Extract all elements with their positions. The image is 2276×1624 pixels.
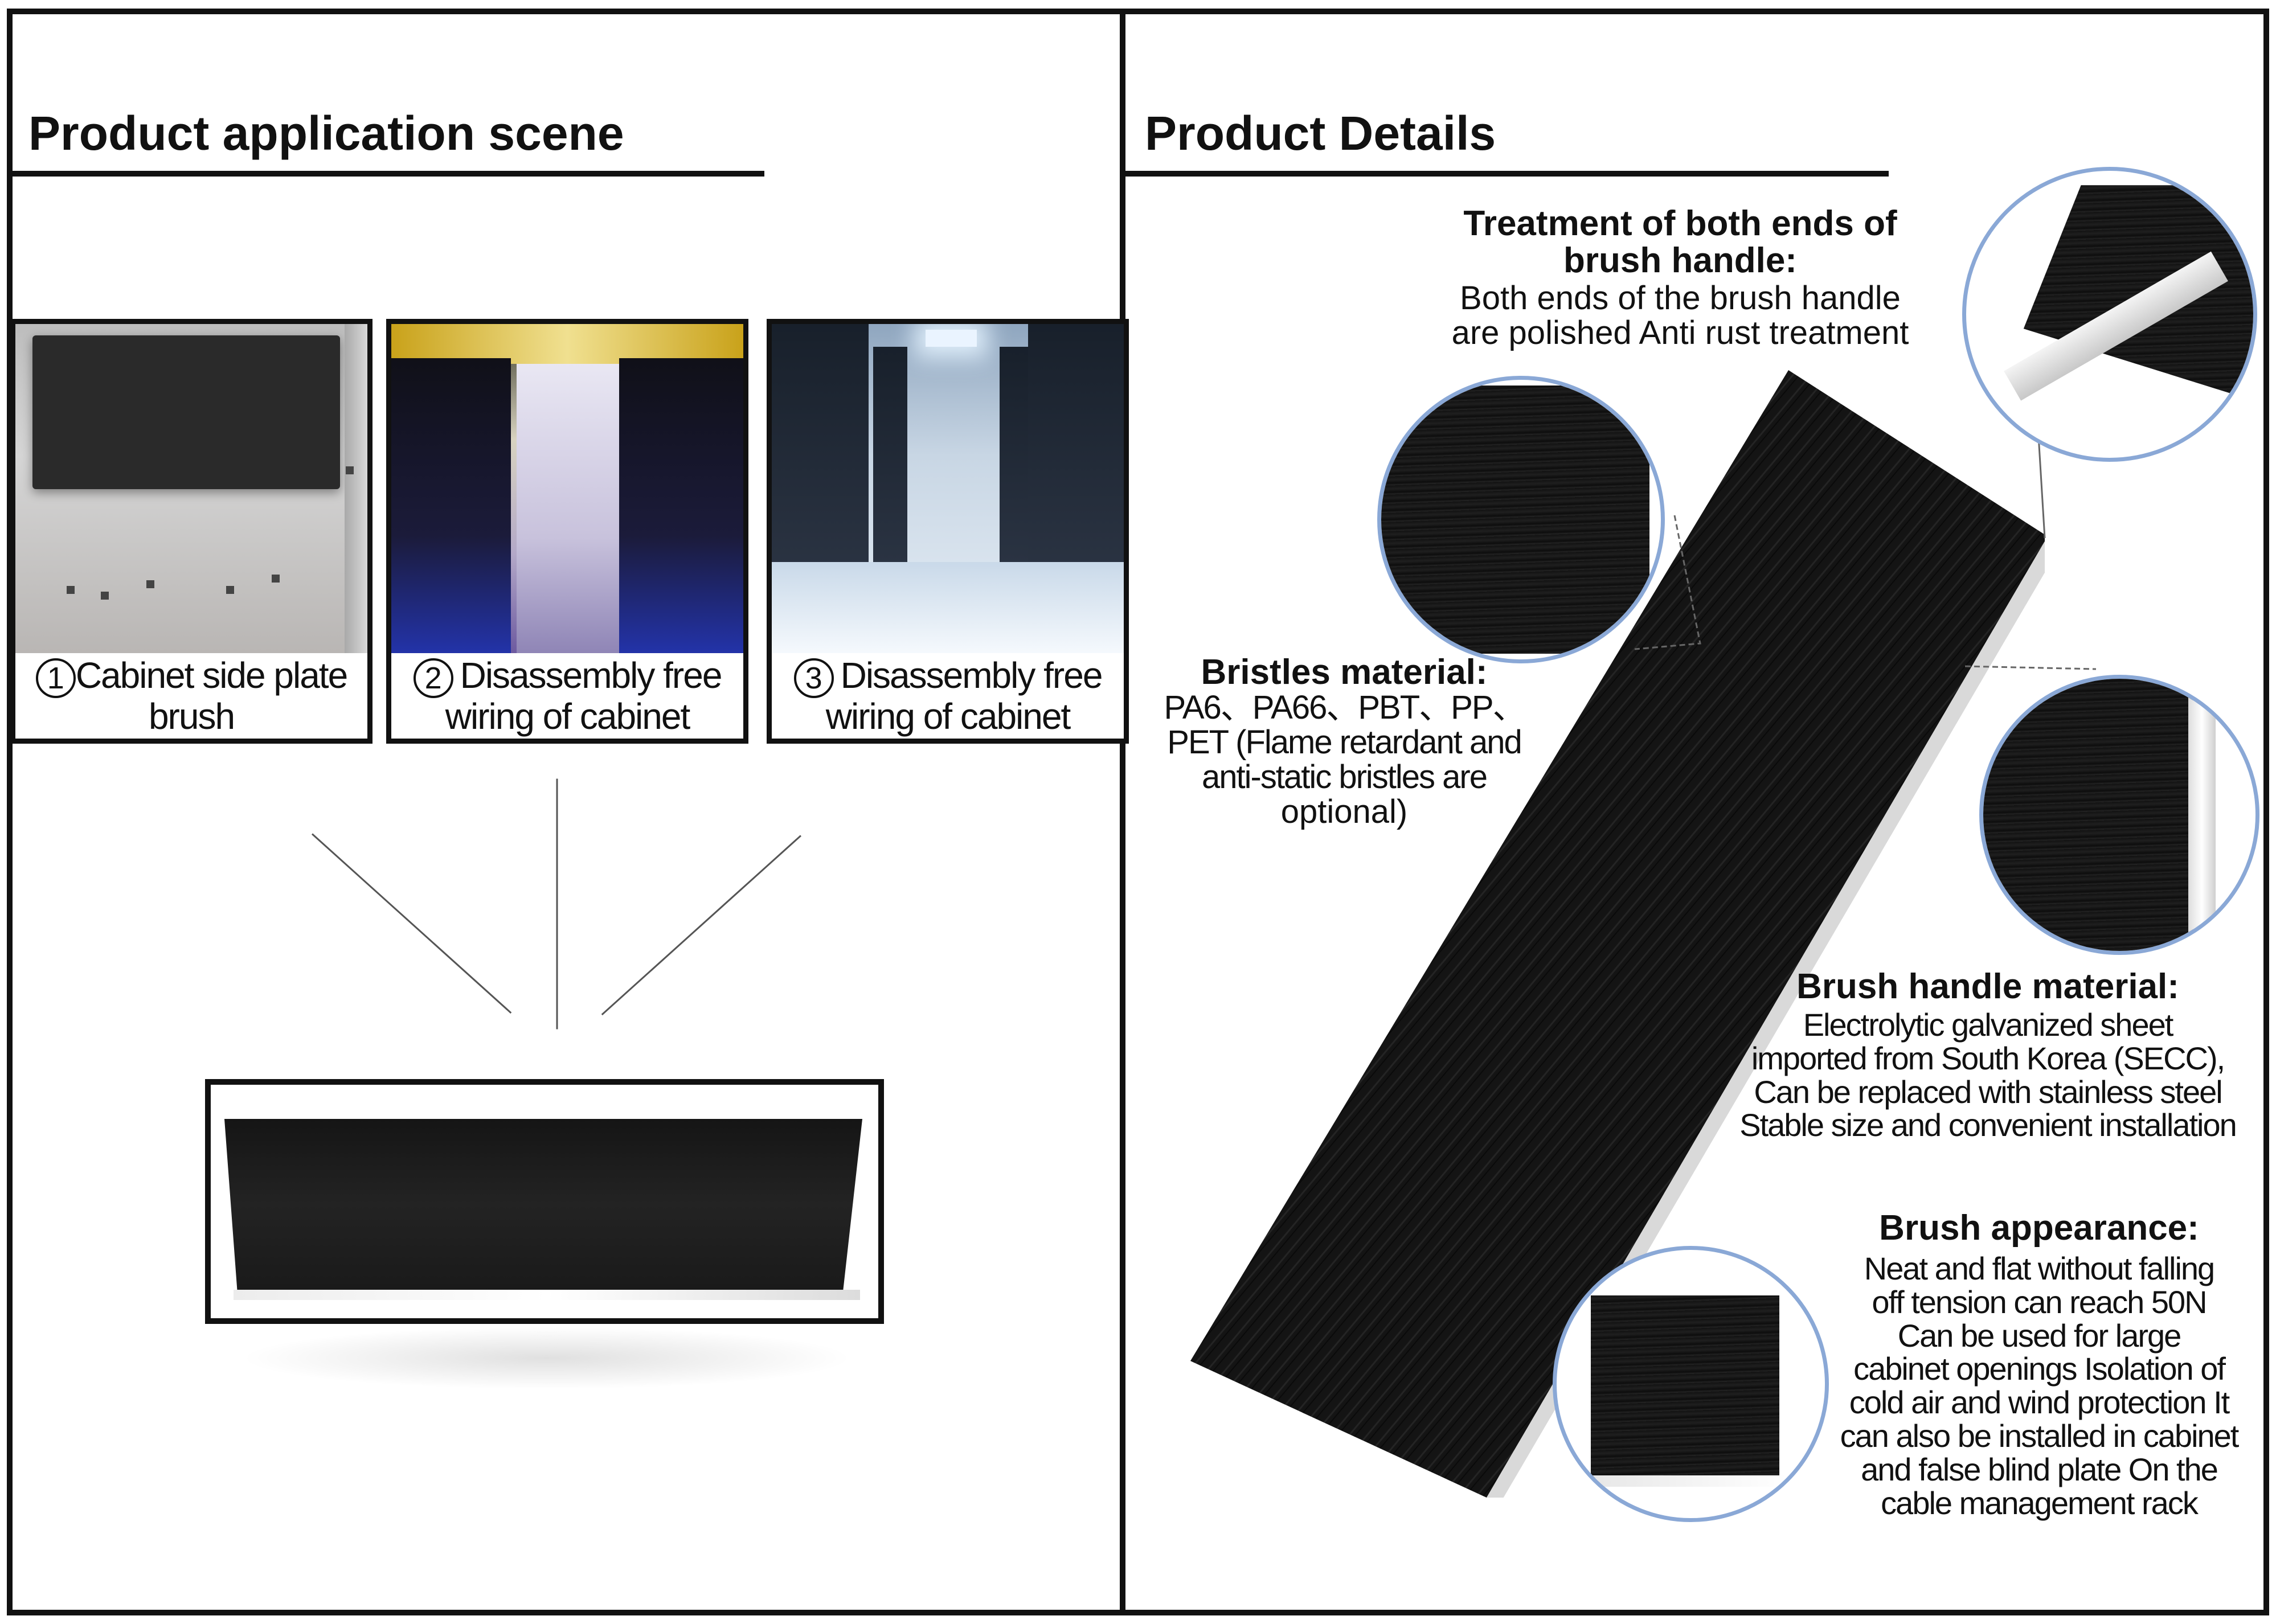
brush-handle: [234, 1290, 860, 1300]
server-rack: [391, 358, 460, 653]
server-rack: [873, 347, 907, 563]
bristles-line: PA6、PA66、PBT、PP、: [1164, 689, 1525, 727]
handle-line: Can be replaced with stainless steel: [1754, 1073, 2222, 1110]
zoom-circle-handle-end: [1962, 167, 2257, 462]
mounting-hole: [146, 580, 154, 588]
caption-line-1: Disassembly free: [460, 654, 723, 696]
zoom-circle-bristles: [1377, 376, 1665, 663]
handle-line: imported from South Korea (SECC),: [1751, 1040, 2225, 1076]
scene-photo-data-center-aisle: [391, 324, 743, 653]
brush-shadow: [239, 1327, 854, 1389]
appearance-line: off tension can reach 50N: [1872, 1283, 2207, 1320]
appearance-line: cold air and wind protection It: [1849, 1384, 2230, 1421]
mounting-hole: [226, 586, 234, 594]
server-rack: [619, 358, 676, 653]
handle-heading: Brush handle material:: [1796, 967, 2179, 1006]
bristles-line: PET (Flame retardant and: [1167, 723, 1522, 761]
callout-appearance: Brush appearance: Neat and flat without …: [1817, 1209, 2261, 1520]
treatment-heading-2: brush handle:: [1563, 241, 1797, 281]
treatment-line: are polished Anti rust treatment: [1451, 314, 1909, 352]
product-details-title-rule: [1125, 171, 1889, 177]
bristles-heading: Bristles material:: [1201, 653, 1488, 692]
treatment-heading-1: Treatment of both ends of: [1463, 204, 1897, 243]
brush-bristle-body: [1190, 370, 2045, 1498]
appearance-line: can also be installed in cabinet: [1840, 1418, 2240, 1454]
aisle-floor: [517, 364, 619, 653]
caption-line-1: Disassembly free: [840, 654, 1103, 696]
appearance-line: cable management rack: [1881, 1484, 2199, 1521]
callout-bristles: Bristles material: PA6、PA66、PBT、PP、 PET …: [1133, 654, 1555, 830]
appearance-line: Can be used for large: [1897, 1317, 2182, 1354]
caption-line-2: wiring of cabinet: [445, 696, 690, 737]
handle-line: Electrolytic galvanized sheet: [1803, 1007, 2174, 1043]
circled-number-icon: 2: [413, 658, 453, 699]
product-details-title: Product Details: [1145, 106, 1496, 160]
callout-treatment: Treatment of both ends of brush handle: …: [1418, 205, 1942, 351]
handle-line: Stable size and convenient installation: [1739, 1107, 2237, 1143]
mounting-hole: [67, 586, 75, 594]
ray-line-center: [556, 778, 558, 1030]
brush-bristles: [224, 1119, 862, 1290]
brush-handle-strip: [1487, 541, 2045, 1498]
appearance-line: cabinet openings Isolation of: [1853, 1351, 2226, 1387]
center-divider: [1120, 9, 1125, 1615]
appearance-line: and false blind plate On the: [1861, 1451, 2218, 1487]
appearance-base-strip: [1591, 1475, 1787, 1487]
appearance-heading: Brush appearance:: [1879, 1208, 2199, 1248]
cabinet-edge: [345, 324, 367, 653]
zoom-circle-appearance: [1553, 1246, 1829, 1522]
brush-panel: [32, 335, 340, 489]
treatment-line: Both ends of the brush handle: [1460, 280, 1901, 317]
mounting-hole: [346, 466, 354, 474]
zoom-circle-handle-material: [1979, 675, 2259, 955]
callout-handle-material: Brush handle material: Electrolytic galv…: [1709, 968, 2267, 1142]
application-scene-title-rule: [13, 171, 764, 177]
server-rack: [1028, 324, 1124, 569]
circled-number-icon: 1: [35, 658, 76, 699]
mounting-hole: [101, 592, 109, 600]
circled-number-icon: 3: [793, 658, 834, 699]
outer-frame: [7, 9, 2269, 1615]
caption-line-1: Cabinet side plate: [75, 654, 348, 696]
caption-line-2: wiring of cabinet: [825, 696, 1071, 737]
ceiling-tray: [391, 324, 743, 364]
scene-photo-server-room: [772, 324, 1124, 653]
appearance-line: Neat and flat without falling: [1864, 1250, 2215, 1287]
scene-photo-cabinet-side-plate: [15, 324, 367, 653]
bristles-line: anti-static bristles are: [1202, 758, 1488, 795]
server-rack: [454, 358, 511, 653]
handle-metal-edge: [2188, 679, 2216, 951]
caption-line-2: brush: [148, 696, 235, 737]
strip-brush-product: [205, 1079, 884, 1324]
diagonal-strip-brush: [1190, 370, 2045, 1498]
ceiling-lamp: [926, 330, 977, 347]
bristles-line: optional): [1280, 793, 1408, 830]
mounting-hole: [272, 575, 280, 583]
server-rack: [772, 324, 869, 569]
server-rack: [676, 358, 743, 653]
server-room-floor: [772, 562, 1124, 653]
application-scene-title: Product application scene: [28, 106, 624, 160]
